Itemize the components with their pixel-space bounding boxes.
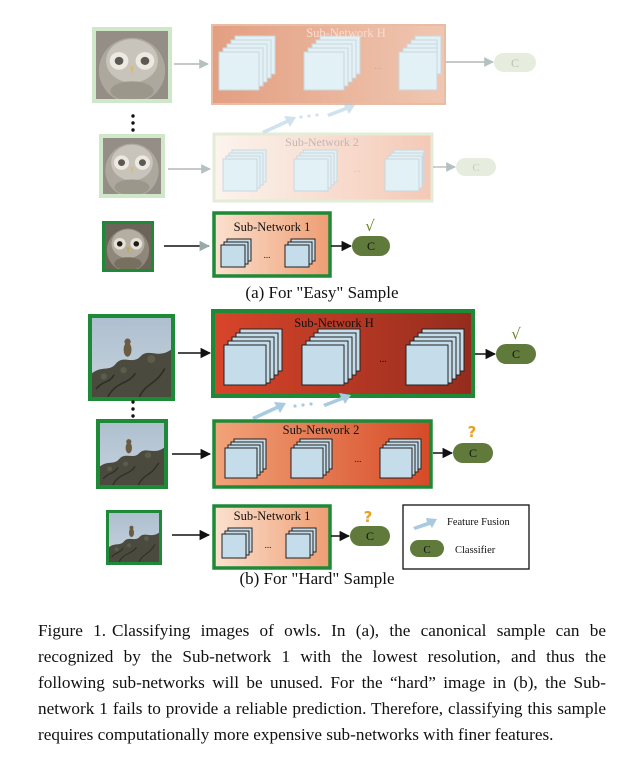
- hard-question-mark-2: ?: [468, 423, 477, 441]
- hard-question-mark-1: ?: [364, 508, 373, 526]
- easy-subnet-2-title: Sub-Network 2: [285, 135, 359, 149]
- hard-subnet-2-title: Sub-Network 2: [283, 423, 360, 437]
- hard-row-2: Sub-Network 2 ... C ?: [96, 419, 493, 489]
- easy-subnet-2-ellipsis: ...: [353, 164, 361, 175]
- hard-row-h: Sub-Network H ... C √: [88, 311, 536, 401]
- hard-subnet-1-title: Sub-Network 1: [234, 509, 311, 523]
- easy-feature-fusion-arrows: [262, 103, 355, 134]
- easy-classifier-h: C: [511, 56, 519, 70]
- owl-classification-figure: Sub-Network H ... C Sub-Network 2 ... C: [0, 0, 643, 600]
- hard-classifier-h: C: [512, 347, 520, 361]
- hard-panel-label: (b) For "Hard" Sample: [239, 569, 394, 588]
- easy-subnet-h-title: Sub-Network H: [306, 26, 386, 40]
- figure-caption-label: Figure 1.: [38, 621, 106, 640]
- hard-check-mark: √: [511, 325, 521, 343]
- legend-feature-fusion-label: Feature Fusion: [447, 517, 510, 528]
- easy-subnet-1-title: Sub-Network 1: [234, 220, 311, 234]
- easy-subnet-h-ellipsis: ...: [374, 61, 382, 72]
- hard-classifier-1: C: [366, 529, 374, 543]
- easy-classifier-2: C: [472, 162, 479, 174]
- easy-panel-label: (a) For "Easy" Sample: [245, 283, 398, 302]
- easy-row-1: Sub-Network 1 ... C √: [102, 213, 390, 276]
- hard-classifier-2: C: [469, 446, 477, 460]
- easy-vertical-ellipsis: [131, 114, 134, 131]
- legend-classifier-symbol: C: [423, 544, 430, 556]
- hard-subnet-h-ellipsis: ...: [379, 354, 387, 365]
- easy-classifier-1: C: [367, 239, 375, 253]
- easy-check-mark: √: [365, 217, 375, 235]
- legend-classifier-label: Classifier: [455, 545, 496, 556]
- easy-row-2: Sub-Network 2 ... C: [99, 134, 496, 201]
- hard-row-1: Sub-Network 1 ... C ?: [106, 506, 390, 568]
- easy-row-h: Sub-Network H ... C: [92, 25, 536, 104]
- hard-subnet-2-ellipsis: ...: [355, 454, 362, 464]
- legend: Feature Fusion C Classifier: [403, 505, 529, 569]
- hard-subnet-1-ellipsis: ...: [265, 540, 272, 550]
- easy-subnet-1-ellipsis: ...: [264, 250, 271, 260]
- hard-vertical-ellipsis: [131, 400, 134, 417]
- hard-subnet-h-title: Sub-Network H: [294, 316, 374, 330]
- figure-caption: Figure 1.Classifying images of owls. In …: [38, 618, 606, 748]
- figure-caption-text: Classifying images of owls. In (a), the …: [38, 621, 606, 744]
